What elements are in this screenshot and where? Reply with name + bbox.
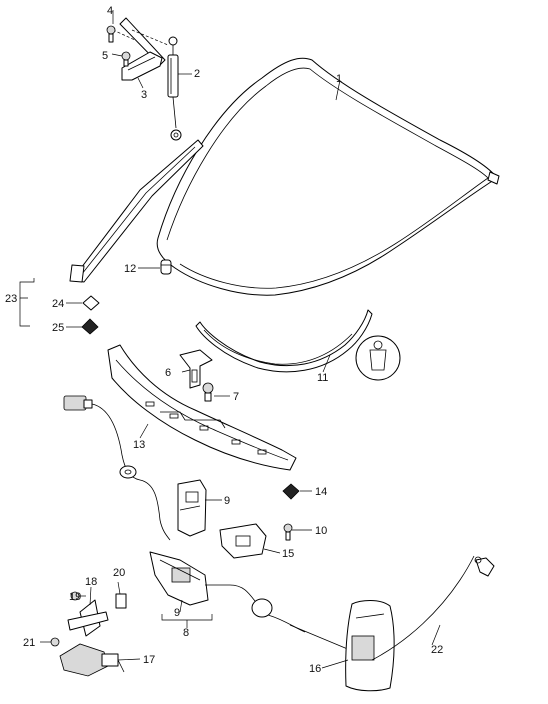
callout-10: 10 <box>315 525 327 537</box>
latch-16 <box>345 600 395 692</box>
lower-bracket <box>50 591 127 647</box>
callout-20: 20 <box>113 567 125 579</box>
callout-4: 4 <box>107 5 113 17</box>
callout-7: 7 <box>233 391 239 403</box>
callout-18: 18 <box>85 576 97 588</box>
callout-9-upper: 9 <box>224 495 230 507</box>
callout-25: 25 <box>52 322 64 334</box>
hood <box>156 57 500 296</box>
callout-24: 24 <box>52 298 64 310</box>
callout-5: 5 <box>102 50 108 62</box>
callout-22: 22 <box>431 644 443 656</box>
callout-11: 11 <box>317 372 328 384</box>
side-seal <box>69 139 204 335</box>
callout-17: 17 <box>143 654 155 666</box>
callout-21: 21 <box>23 637 35 649</box>
callout-9-lower: 9 <box>174 607 180 619</box>
seal-clip-25 <box>81 318 99 335</box>
callouts: 1 2 3 4 5 6 7 8 9 9 10 11 12 13 14 15 16… <box>5 5 443 675</box>
callout-12: 12 <box>124 263 136 275</box>
hinge-assembly <box>106 17 169 81</box>
callout-1: 1 <box>336 73 342 85</box>
hood-lock <box>149 551 351 651</box>
bracket-15 <box>219 523 293 559</box>
callout-23: 23 <box>5 293 17 305</box>
callout-19: 19 <box>69 591 81 603</box>
callout-2: 2 <box>194 68 200 80</box>
actuator <box>59 643 125 677</box>
clip-14 <box>282 483 300 500</box>
release-cable-rear <box>371 555 495 661</box>
cross-panel <box>107 344 297 471</box>
callout-8: 8 <box>183 627 189 639</box>
gas-strut <box>167 36 182 141</box>
callout-14: 14 <box>315 486 327 498</box>
release-cable-front <box>63 395 171 541</box>
leader-lines <box>19 10 441 669</box>
seal-clip-24 <box>82 295 100 311</box>
callout-6: 6 <box>165 367 171 379</box>
rear-seal <box>195 309 401 381</box>
callout-16: 16 <box>309 663 321 675</box>
callout-13: 13 <box>133 439 145 451</box>
callout-15: 15 <box>282 548 294 560</box>
bracket-9-upper <box>177 479 207 537</box>
bracket-6 <box>179 349 214 402</box>
buffer <box>160 259 172 275</box>
callout-3: 3 <box>141 89 147 101</box>
